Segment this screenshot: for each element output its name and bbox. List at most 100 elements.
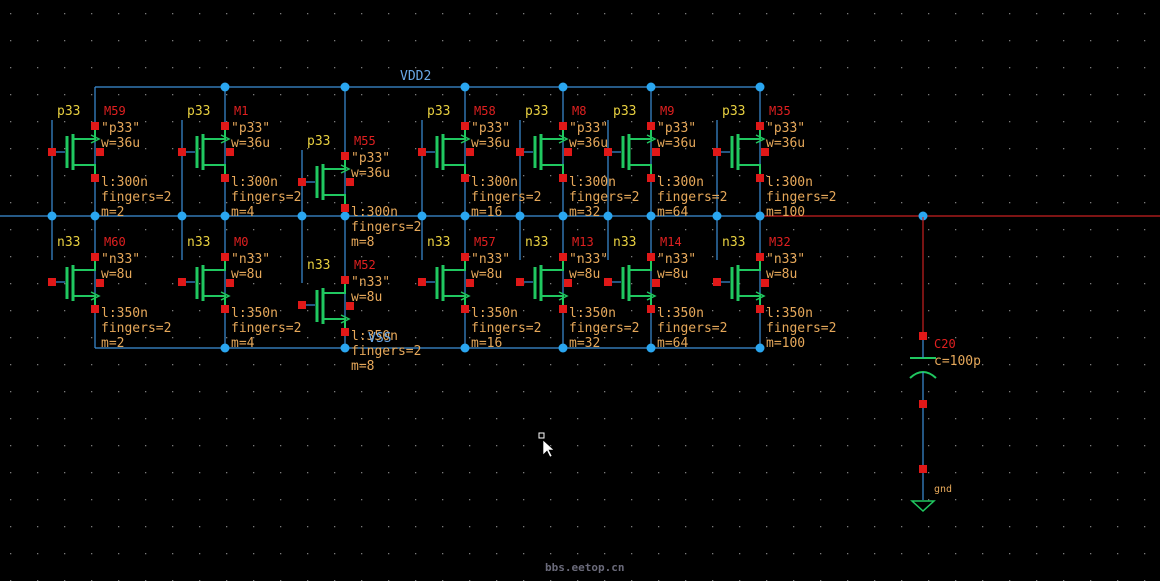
capacitor-c20[interactable]: C20 c=100p gnd [909,217,981,513]
vdd-node[interactable] [220,82,230,92]
source-pin[interactable] [756,174,764,182]
drain-pin[interactable] [91,253,99,261]
drain-node[interactable] [755,211,765,221]
gate-pin[interactable] [48,148,56,156]
bulk-pin[interactable] [652,279,660,287]
vss-node[interactable] [340,343,350,353]
drain-pin[interactable] [221,122,229,130]
bulk-pin[interactable] [346,178,354,186]
bulk-pin[interactable] [564,279,572,287]
source-pin[interactable] [341,328,349,336]
drain-pin[interactable] [647,122,655,130]
vss-node[interactable] [220,343,230,353]
drain-pin[interactable] [559,253,567,261]
bulk-pin[interactable] [96,279,104,287]
output-node[interactable] [918,211,928,221]
bulk-pin[interactable] [466,279,474,287]
gate-pin[interactable] [298,178,306,186]
gate-pin[interactable] [48,278,56,286]
source-pin[interactable] [341,204,349,212]
drain-node[interactable] [340,211,350,221]
drain-node[interactable] [646,211,656,221]
bulk-pin[interactable] [346,302,354,310]
bulk-pin[interactable] [564,148,572,156]
gate-pin[interactable] [516,278,524,286]
source-pin[interactable] [461,305,469,313]
drain-pin[interactable] [221,253,229,261]
bulk-pin[interactable] [226,148,234,156]
source-pin[interactable] [91,305,99,313]
bulk-pin[interactable] [761,279,769,287]
gate-node[interactable] [417,211,427,221]
source-pin[interactable] [559,174,567,182]
gate-pin[interactable] [604,148,612,156]
drain-pin[interactable] [756,122,764,130]
cap-pin-minus[interactable] [919,400,927,408]
drain-pin[interactable] [341,152,349,160]
source-pin[interactable] [461,174,469,182]
vdd-node[interactable] [755,82,765,92]
gate-pin[interactable] [418,278,426,286]
source-pin[interactable] [756,305,764,313]
gate-pin[interactable] [604,278,612,286]
gate-node[interactable] [297,211,307,221]
cap-pin-plus[interactable] [919,332,927,340]
vss-node[interactable] [646,343,656,353]
vss-node[interactable] [755,343,765,353]
gate-pin[interactable] [713,148,721,156]
bulk-pin[interactable] [652,148,660,156]
gate-pin[interactable] [178,278,186,286]
gate-pin[interactable] [178,148,186,156]
vdd-node[interactable] [460,82,470,92]
gate-node[interactable] [177,211,187,221]
source-pin[interactable] [647,305,655,313]
vdd-node[interactable] [340,82,350,92]
drain-node[interactable] [220,211,230,221]
drain-pin[interactable] [461,253,469,261]
source-pin[interactable] [221,305,229,313]
vdd-node[interactable] [558,82,568,92]
bulk-pin[interactable] [466,148,474,156]
gate-pin[interactable] [298,301,306,309]
drain-node[interactable] [460,211,470,221]
gate-node[interactable] [712,211,722,221]
gate-node[interactable] [603,211,613,221]
drain-node[interactable] [558,211,568,221]
vss-node[interactable] [460,343,470,353]
drain-node[interactable] [90,211,100,221]
drain-pin[interactable] [647,253,655,261]
gate-node[interactable] [515,211,525,221]
gate-pin[interactable] [713,278,721,286]
drain-pin[interactable] [559,122,567,130]
gate-pin[interactable] [516,148,524,156]
drain-pin[interactable] [91,122,99,130]
source-pin[interactable] [221,174,229,182]
drain-pin[interactable] [461,122,469,130]
source-pin[interactable] [91,174,99,182]
drain-pin[interactable] [756,253,764,261]
gnd-pin[interactable] [919,465,927,473]
bulk-pin[interactable] [96,148,104,156]
bulk-pin[interactable] [761,148,769,156]
source-pin[interactable] [559,305,567,313]
gate-pin[interactable] [418,148,426,156]
bulk-pin[interactable] [226,279,234,287]
drain-pin[interactable] [341,276,349,284]
vdd-node[interactable] [646,82,656,92]
vss-node[interactable] [558,343,568,353]
